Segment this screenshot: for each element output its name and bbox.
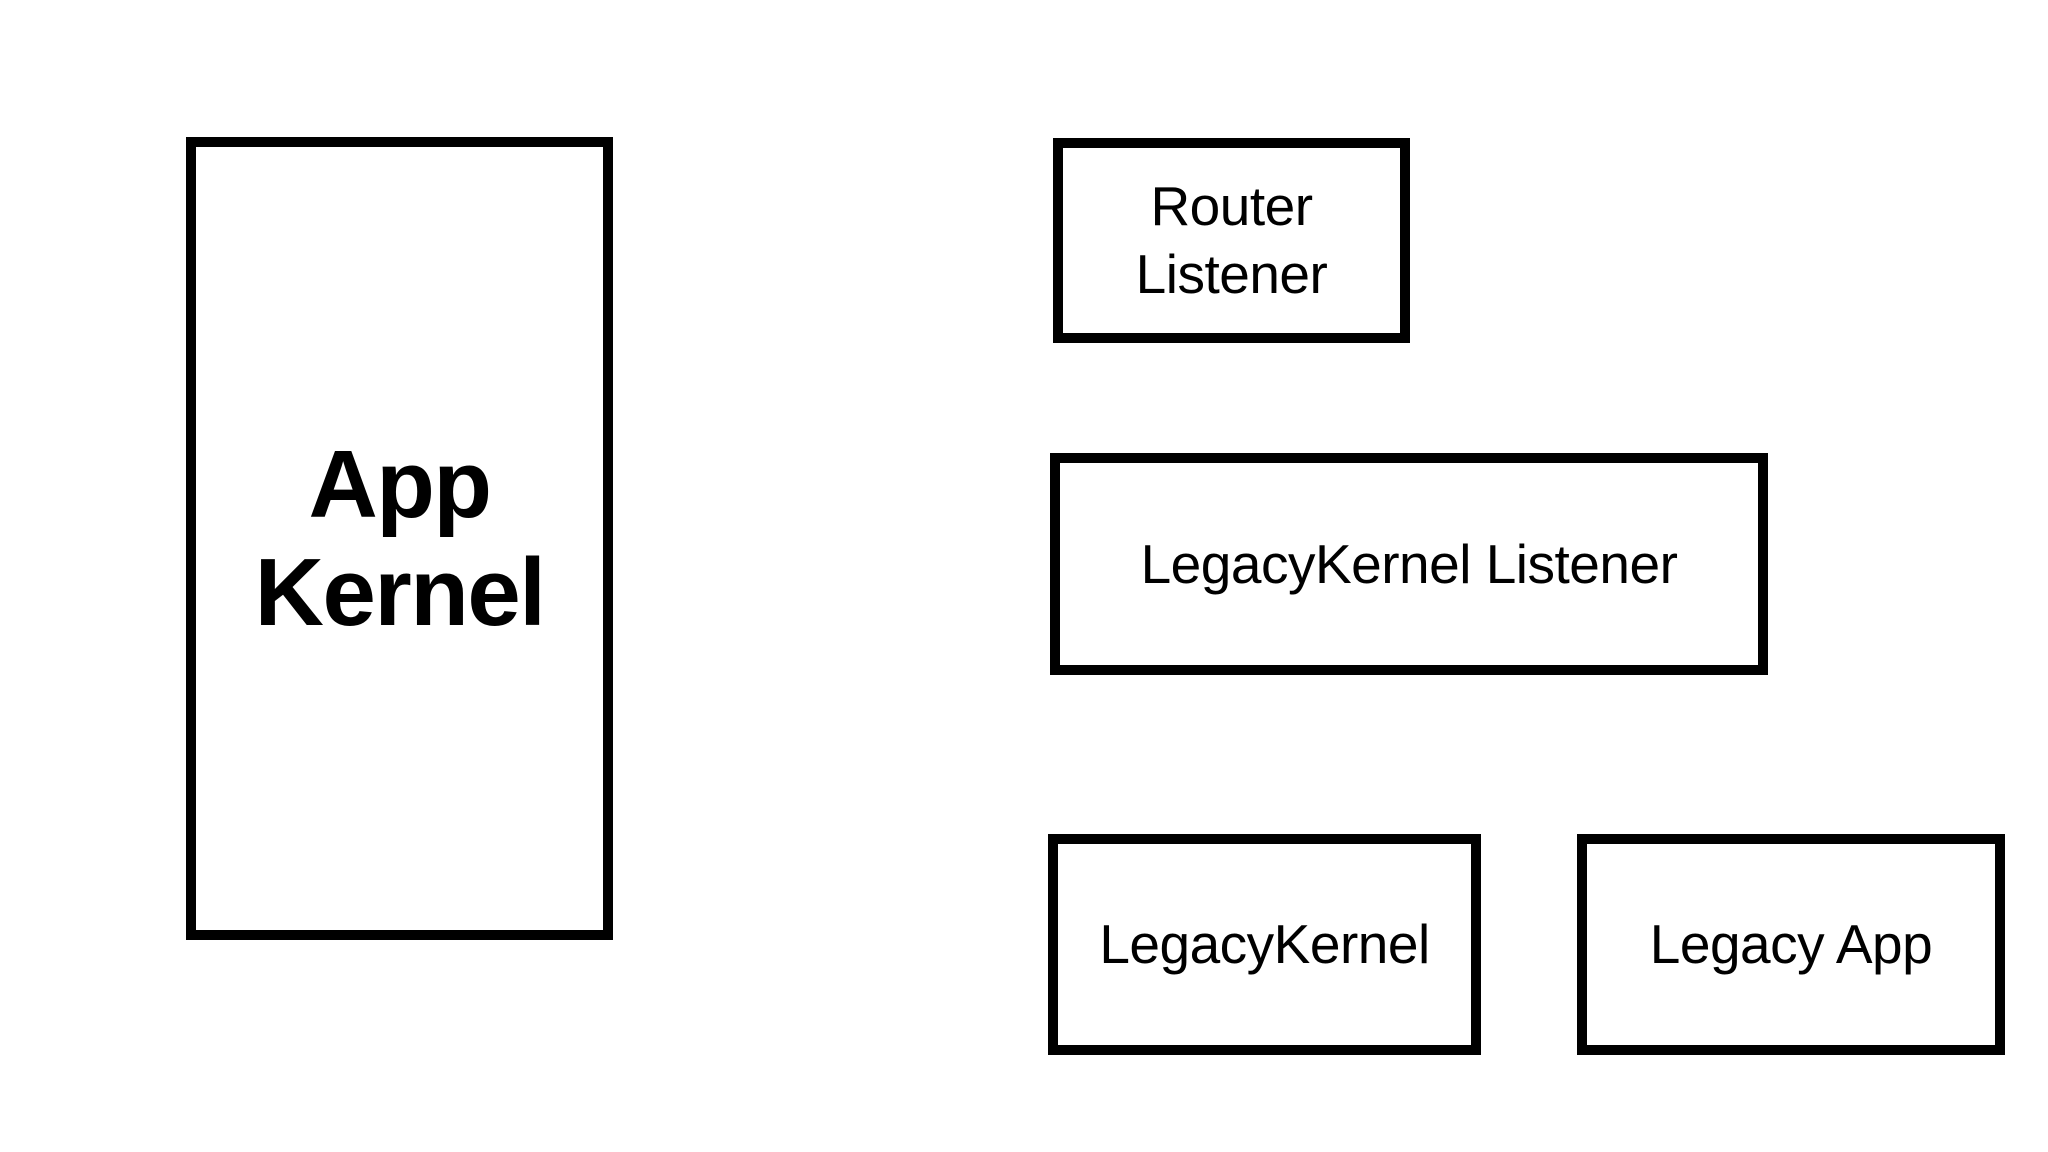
node-router-listener-label: Router Listener — [1135, 175, 1328, 305]
node-router-listener[interactable]: Router Listener — [1053, 138, 1410, 343]
node-app-kernel-label: App Kernel — [254, 430, 546, 646]
node-app-kernel[interactable]: App Kernel — [186, 137, 613, 940]
node-legacykernel-listener[interactable]: LegacyKernel Listener — [1050, 453, 1768, 675]
node-legacykernel[interactable]: LegacyKernel — [1048, 834, 1481, 1055]
node-legacy-app-label: Legacy App — [1649, 913, 1933, 976]
node-legacykernel-listener-label: LegacyKernel Listener — [1140, 532, 1678, 595]
node-legacy-app[interactable]: Legacy App — [1577, 834, 2005, 1055]
node-legacykernel-label: LegacyKernel — [1099, 913, 1430, 976]
